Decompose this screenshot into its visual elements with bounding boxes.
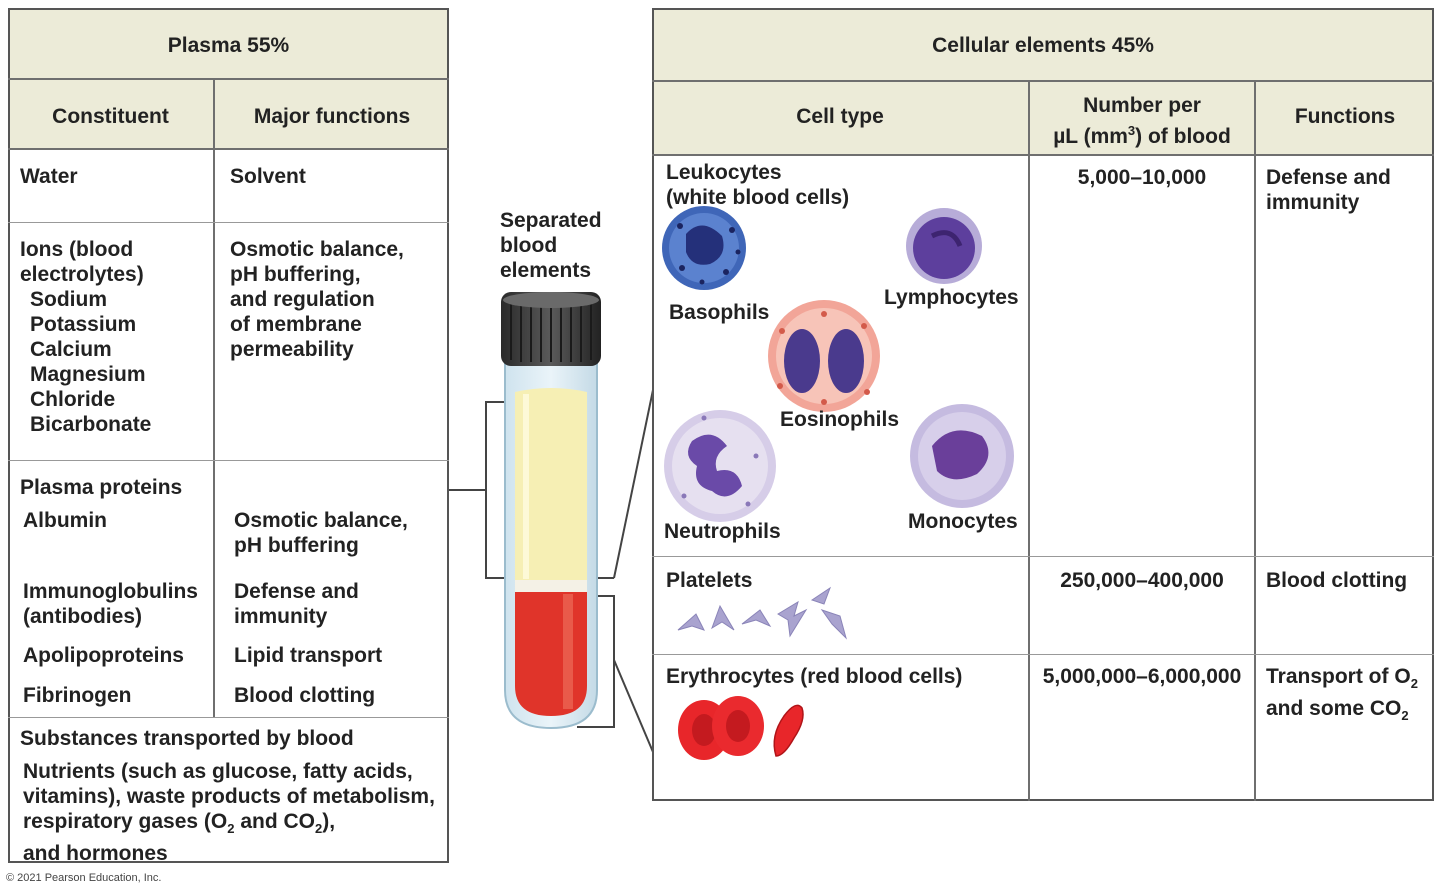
ion-item: Bicarbonate (30, 413, 152, 436)
neutrophil-cell (664, 410, 776, 522)
platelets-label: Platelets (666, 569, 753, 592)
basophil-cell (662, 206, 746, 290)
tube-label: Separated blood elements (500, 209, 602, 282)
constituent-header: Constituent (52, 105, 169, 128)
cellular-table: Cellular elements 45% Cell type Number p… (652, 8, 1434, 801)
major-functions-header: Major functions (253, 105, 411, 128)
water-function: Solvent (230, 165, 306, 188)
eosinophils-label: Eosinophils (780, 408, 900, 431)
cell-type-header: Cell type (796, 105, 884, 128)
erythrocyte-illustrations (678, 696, 804, 760)
apolipoproteins-function: Lipid transport (234, 644, 383, 667)
platelets-function: Blood clotting (1266, 569, 1408, 592)
plasma-proteins-heading: Plasma proteins (20, 476, 183, 499)
lymphocytes-label: Lymphocytes (884, 286, 1019, 309)
ion-item: Calcium (30, 338, 112, 361)
leukocytes-number: 5,000–10,000 (1077, 166, 1207, 189)
apolipoproteins-label: Apolipoproteins (23, 644, 184, 667)
ion-item: Magnesium (30, 363, 146, 386)
water-label: Water (20, 165, 78, 188)
eosinophil-cell (768, 300, 880, 412)
platelets-number: 250,000–400,000 (1060, 569, 1224, 592)
substances-heading: Substances transported by blood (20, 727, 354, 750)
number-header: Number per µL (mm3) of blood (1053, 94, 1231, 148)
test-tube (501, 292, 601, 730)
ion-item: Chloride (30, 388, 116, 411)
cellular-title: Cellular elements 45% (932, 34, 1154, 57)
substances-text: Nutrients (such as glucose, fatty acids,… (23, 760, 435, 866)
albumin-function: Osmotic balance, pH buffering (234, 509, 408, 557)
plasma-title: Plasma 55% (167, 34, 290, 57)
fibrinogen-function: Blood clotting (234, 684, 376, 707)
ions-function: Osmotic balance, pH buffering, and regul… (230, 238, 404, 361)
erythrocytes-function: Transport of O2 and some CO2 (1266, 665, 1418, 724)
platelet-illustrations (677, 586, 847, 640)
ion-item: Sodium (30, 288, 107, 311)
neutrophils-label: Neutrophils (664, 520, 781, 543)
copyright: © 2021 Pearson Education, Inc. (6, 872, 162, 884)
leukocyte-illustrations (662, 206, 1014, 522)
ion-item: Potassium (30, 313, 137, 336)
leukocytes-function: Defense and immunity (1266, 166, 1391, 214)
monocyte-cell (910, 404, 1014, 508)
erythrocytes-label: Erythrocytes (red blood cells) (666, 665, 963, 688)
erythrocytes-number: 5,000,000–6,000,000 (1042, 665, 1242, 688)
monocytes-label: Monocytes (908, 510, 1018, 533)
fibrinogen-label: Fibrinogen (23, 684, 132, 707)
leukocytes-label: Leukocytes (white blood cells) (666, 161, 850, 209)
functions-header: Functions (1294, 105, 1396, 128)
plasma-table: Plasma 55% Constituent Major functions W… (8, 8, 449, 866)
albumin-label: Albumin (23, 509, 107, 532)
immunoglobulins-function: Defense and immunity (234, 580, 359, 628)
lymphocyte-cell (906, 208, 982, 284)
immunoglobulins-label: Immunoglobulins (antibodies) (23, 580, 198, 628)
ions-label: Ions (blood electrolytes) Sodium Potassi… (20, 238, 152, 436)
basophils-label: Basophils (669, 301, 770, 324)
